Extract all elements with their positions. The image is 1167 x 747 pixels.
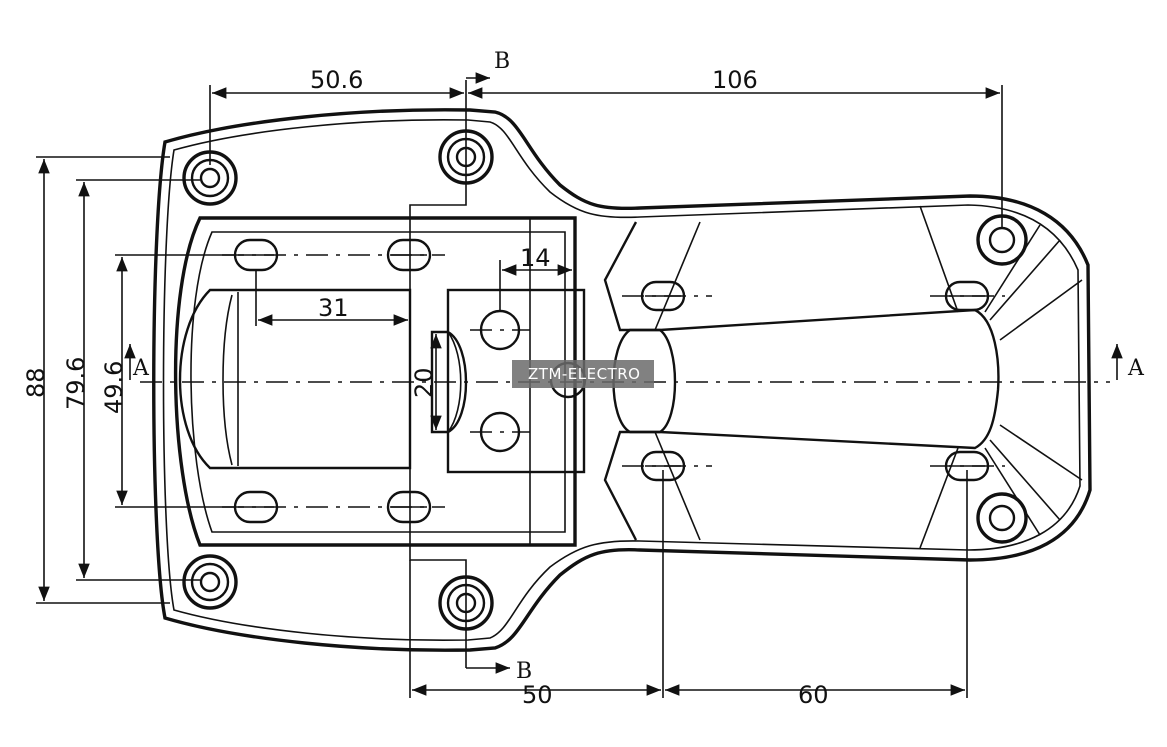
hole-bottom-right [976,492,1028,544]
dim-50-text: 50 [522,681,553,709]
section-a: A A [124,344,1145,381]
dimension-50-6: 50.6 [209,66,464,165]
watermark: ZTM-ELECTRO [512,360,654,388]
dimension-31: 31 [255,270,408,326]
inner-plate [173,216,577,547]
dim-106-text: 106 [712,66,758,94]
dimension-14: 14 [499,244,572,312]
dim-50-6-text: 50.6 [310,66,363,94]
dim-31-text: 31 [318,294,349,322]
hole-bottom-left [182,554,238,610]
dimension-106: 106 [468,66,1003,228]
dim-79-6-text: 79.6 [62,357,90,410]
dim-60-text: 60 [798,681,829,709]
centre-lines [140,254,1110,508]
dimension-79-6: 79.6 [62,179,200,581]
section-b-bottom-label: B [516,659,532,684]
dim-49-6-text: 49.6 [100,361,128,414]
section-b-top-label: B [494,49,510,74]
right-section [603,205,1083,549]
section-b: B B [409,49,532,684]
section-a-left-label: A [132,356,150,381]
dim-20-text: 20 [410,367,438,398]
dimension-49-6: 49.6 [100,254,235,508]
dim-14-text: 14 [520,244,551,272]
dimension-60: 60 [665,470,968,709]
dimension-20: 20 [410,334,442,430]
dimension-50: 50 [409,470,664,709]
section-a-right-label: A [1127,356,1145,381]
dimension-88: 88 [22,156,170,604]
watermark-text: ZTM-ELECTRO [528,365,640,383]
dim-88-text: 88 [22,367,50,398]
housing-outline [152,108,1092,652]
